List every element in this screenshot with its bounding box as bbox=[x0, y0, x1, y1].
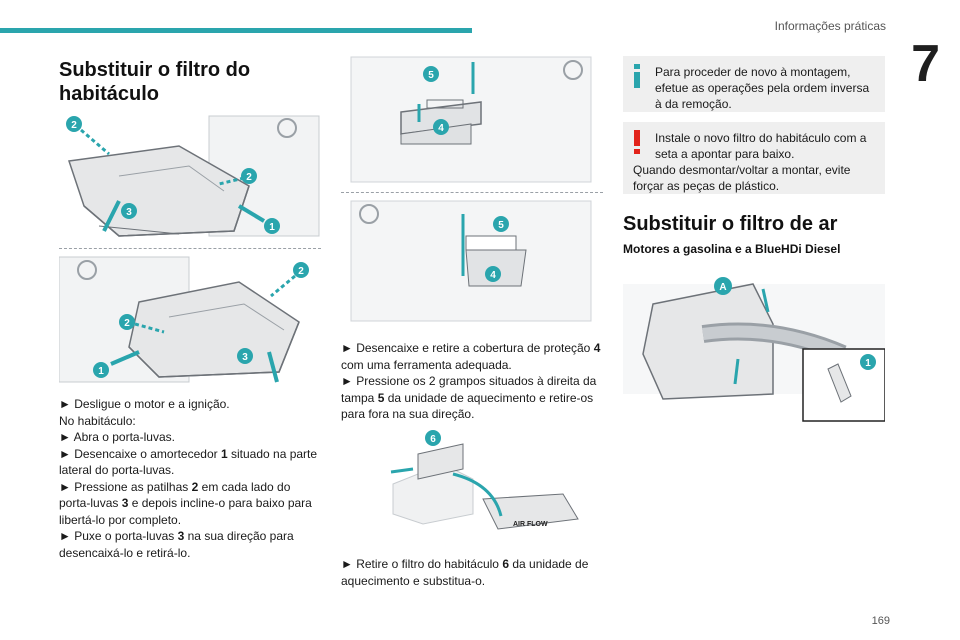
col2-steps: ► Desencaixe e retire a cobertura de pro… bbox=[341, 340, 603, 423]
page-number: 169 bbox=[871, 615, 890, 627]
figure-glovebox-removal-2: 2 2 1 3 bbox=[59, 252, 321, 390]
callout-4b: 4 bbox=[490, 270, 496, 281]
figure-filter-removal: AIR FLOW 6 bbox=[383, 424, 593, 540]
col2-step-2: ► Pressione os 2 grampos situados à dire… bbox=[341, 374, 597, 421]
col1-step-2: No habitáculo: bbox=[59, 413, 136, 428]
col2-step-1: ► Desencaixe e retire a cobertura de pro… bbox=[341, 341, 601, 372]
col1-step-5: ► Pressione as patilhas 2 em cada lado d… bbox=[59, 479, 312, 527]
info-icon bbox=[634, 64, 640, 88]
col1-step-1: ► Desligue o motor e a ignição. bbox=[59, 397, 230, 411]
callout-6: 6 bbox=[430, 434, 436, 445]
chapter-number: 7 bbox=[911, 35, 940, 93]
subheading-engines: Motores a gasolina e a BlueHDi Diesel bbox=[623, 242, 841, 256]
callout-1b: 1 bbox=[98, 366, 104, 377]
warning-icon bbox=[634, 130, 640, 154]
figure-divider-2 bbox=[341, 192, 603, 193]
warning-note: Instale o novo filtro do habitáculo com … bbox=[623, 122, 885, 194]
callout-5b: 5 bbox=[498, 220, 504, 231]
header-title: Informações práticas bbox=[774, 19, 886, 33]
callout-1c: 1 bbox=[865, 358, 871, 369]
callout-5: 5 bbox=[428, 70, 434, 81]
col1-step-4: ► Desencaixe o amortecedor 1 situado na … bbox=[59, 446, 318, 478]
filter-label: AIR FLOW bbox=[513, 521, 548, 528]
callout-4: 4 bbox=[438, 123, 444, 134]
col1-step-6: ► Puxe o porta-luvas 3 na sua direção pa… bbox=[59, 529, 294, 560]
callout-2: 2 bbox=[71, 120, 77, 131]
figure-air-filter: A 1 bbox=[623, 264, 885, 426]
header-accent-bar bbox=[0, 28, 472, 33]
figure-heater-cover: 5 4 bbox=[341, 196, 603, 326]
callout-3: 3 bbox=[126, 207, 132, 218]
section-heading-cabin-filter: Substituir o filtro do habitáculo bbox=[59, 59, 251, 105]
callout-2c: 2 bbox=[298, 266, 304, 277]
col1-steps: ► Desligue o motor e a ignição. No habit… bbox=[59, 396, 321, 561]
section-heading-air-filter: Substituir o filtro de ar bbox=[623, 213, 838, 235]
callout-3b: 3 bbox=[242, 352, 248, 363]
callout-A: A bbox=[719, 282, 726, 293]
callout-2d: 2 bbox=[124, 318, 130, 329]
callout-2b: 2 bbox=[246, 172, 252, 183]
figure-glovebox-removal-1: 2 2 3 1 bbox=[59, 106, 321, 246]
callout-1: 1 bbox=[269, 222, 275, 233]
info-note: Para proceder de novo à montagem, efetue… bbox=[623, 56, 885, 112]
figure-divider bbox=[59, 248, 321, 249]
figure-protective-cover: 5 4 bbox=[341, 52, 603, 190]
col2-step-last: ► Retire o filtro do habitáculo 6 da uni… bbox=[341, 557, 589, 588]
col1-step-3: ► Abra o porta-luvas. bbox=[59, 430, 175, 444]
